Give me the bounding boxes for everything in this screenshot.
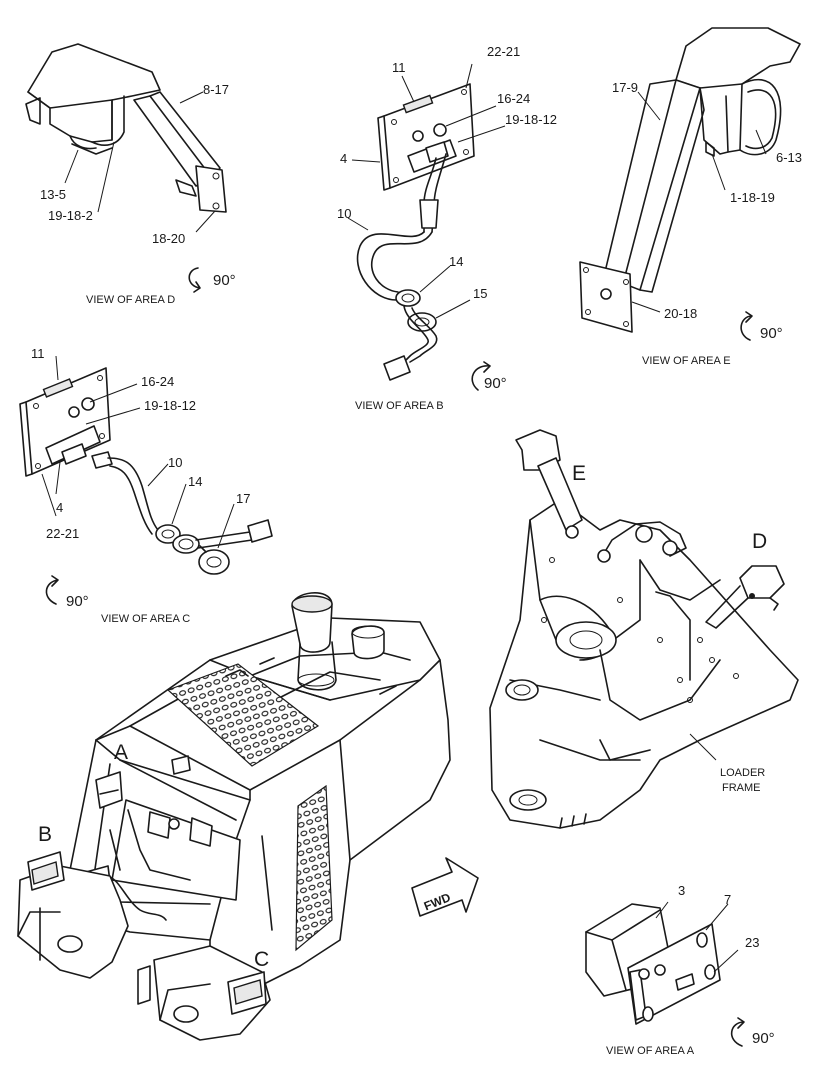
callout-20-18: 20-18 [664,306,697,321]
callout-13-5: 13-5 [40,187,66,202]
callout-14-b: 14 [449,254,463,269]
svg-text:90°: 90° [66,593,89,610]
callout-8-17: 8-17 [203,82,229,97]
callout-16-24-c: 16-24 [141,374,174,389]
area-letter-b: B [38,823,52,846]
svg-text:90°: 90° [484,375,507,392]
rotate-90-arrow-icon: 90° [45,575,89,610]
callout-4-c: 4 [56,500,63,515]
callout-1-18-19: 1-18-19 [730,190,775,205]
fwd-arrow-icon: FWD [411,857,479,917]
area-e-lamp-assembly [579,27,801,333]
callout-19-18-2: 19-18-2 [48,208,93,223]
callout-10-c: 10 [168,455,182,470]
callout-16-24-b: 16-24 [497,91,530,106]
callout-17-c: 17 [236,491,250,506]
loader-frame-label-line1: LOADER [720,767,765,779]
callout-7: 7 [724,892,731,907]
callout-14-c: 14 [188,474,202,489]
area-b-switch-assembly [347,63,506,381]
area-c-switch-assembly [19,355,273,575]
loader-frame-label-line2: FRAME [722,782,761,794]
view-label-area-b: VIEW OF AREA B [355,400,444,412]
callout-6-13: 6-13 [776,150,802,165]
callout-3: 3 [678,883,685,898]
callout-4-b: 4 [340,151,347,166]
callout-19-18-12-c: 19-18-12 [144,398,196,413]
area-letter-c: C [254,948,269,971]
area-letter-a: A [114,741,128,764]
callout-11-b: 11 [392,60,406,75]
callout-23: 23 [745,935,759,950]
loader-frame [489,429,799,829]
area-d-lamp-assembly [25,43,227,233]
rotate-90-arrow-icon: 90° [188,267,236,293]
view-label-area-d: VIEW OF AREA D [86,294,175,306]
callout-17-9: 17-9 [612,80,638,95]
view-label-area-a: VIEW OF AREA A [606,1045,695,1057]
area-letter-d: D [752,530,767,553]
callout-10-b: 10 [337,206,351,221]
svg-text:90°: 90° [213,272,236,289]
callout-15-b: 15 [473,286,487,301]
svg-text:90°: 90° [760,325,783,342]
svg-text:90°: 90° [752,1030,775,1047]
callout-19-18-12-b: 19-18-12 [505,112,557,127]
callout-11-c: 11 [31,346,45,361]
rotate-90-arrow-icon: 90° [471,361,507,392]
cab-hood-body [17,592,451,1041]
rotate-90-arrow-icon: 90° [730,1017,775,1047]
callout-22-21-b: 22-21 [487,44,520,59]
view-label-area-c: VIEW OF AREA C [101,613,190,625]
area-letter-e: E [572,462,586,485]
loader-frame-bolt-holes [541,557,739,703]
view-label-area-e: VIEW OF AREA E [642,355,731,367]
callout-18-20: 18-20 [152,231,185,246]
area-a-lamp-assembly [585,901,739,1025]
callout-22-21-c: 22-21 [46,526,79,541]
rotate-90-arrow-icon: 90° [740,311,783,342]
